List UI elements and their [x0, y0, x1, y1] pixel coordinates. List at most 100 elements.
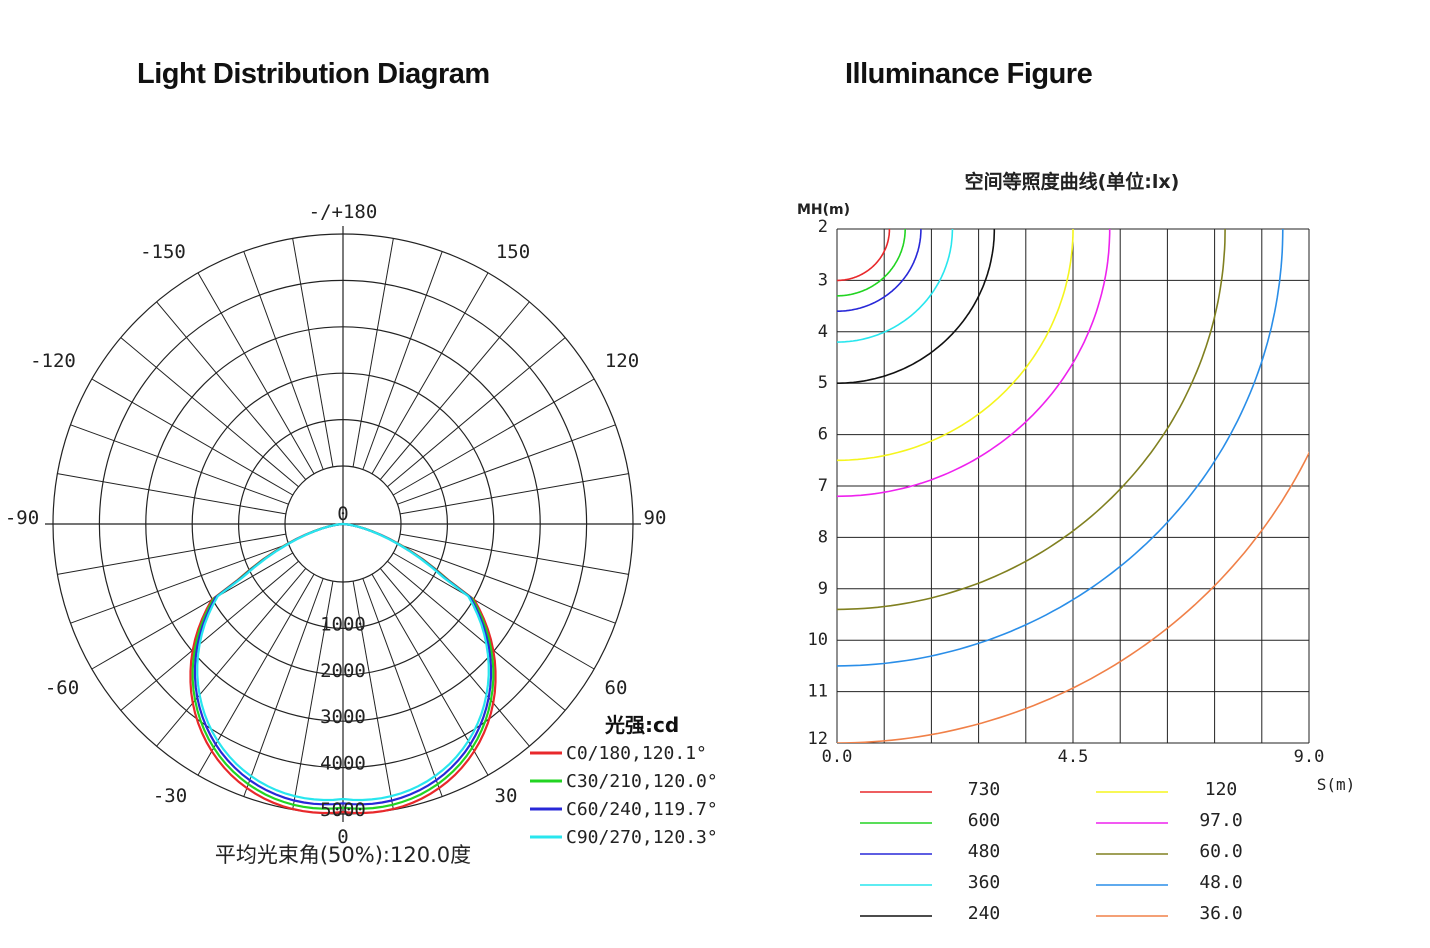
iso-y-tick: 5 [818, 373, 828, 393]
polar-spoke-130 [387, 337, 566, 488]
polar-radial-tick: 5000 [320, 799, 366, 821]
polar-legend-label: C30/210,120.0° [566, 771, 718, 792]
iso-curve-8 [837, 229, 1284, 667]
polar-unit-label: 光强:cd [604, 713, 679, 737]
iso-xlabel: S(m) [1317, 775, 1356, 794]
iso-legend-label: 60.0 [1199, 841, 1242, 862]
illuminance-heading: Illuminance Figure [845, 58, 1093, 90]
polar-spoke-250 [70, 424, 289, 505]
polar-spoke-70 [397, 543, 616, 624]
polar-spoke-110 [397, 424, 616, 505]
iso-curve-3 [837, 229, 954, 343]
polar-spoke-230 [120, 337, 299, 488]
polar-spoke-240 [91, 378, 294, 496]
polar-spoke-40 [379, 568, 530, 747]
iso-x-tick: 0.0 [822, 747, 853, 767]
iso-legend-label: 48.0 [1199, 872, 1242, 893]
iso-y-tick: 12 [808, 729, 828, 749]
polar-spoke-320 [156, 568, 307, 747]
polar-spoke-350 [292, 581, 334, 810]
iso-legend-label: 360 [968, 872, 1001, 893]
iso-legend-label: 36.0 [1199, 903, 1242, 924]
polar-angle-label: 60 [605, 677, 628, 699]
polar-angle-label: -90 [5, 507, 39, 529]
polar-angle-label: -60 [45, 677, 79, 699]
polar-angle-label: 30 [495, 785, 518, 807]
iso-legend-label: 730 [968, 779, 1001, 800]
polar-spoke-340 [243, 578, 324, 797]
polar-curve-2 [193, 522, 493, 806]
polar-angle-label: 0 [337, 826, 348, 848]
polar-summary: 平均光束角(50%):120.0度 [215, 843, 471, 867]
polar-curve-0 [189, 522, 497, 815]
polar-angle-label: -/+180 [309, 201, 378, 223]
iso-y-tick: 2 [818, 217, 828, 237]
polar-radial-tick: 4000 [320, 753, 366, 775]
polar-spoke-290 [70, 543, 289, 624]
polar-angle-label: 150 [496, 241, 530, 263]
polar-spoke-140 [379, 301, 530, 480]
iso-curve-2 [837, 229, 922, 312]
polar-spoke-60 [392, 552, 595, 670]
polar-spoke-310 [120, 560, 299, 711]
light-distribution-heading: Light Distribution Diagram [137, 58, 490, 90]
iso-y-tick: 7 [818, 476, 828, 496]
polar-curve-1 [191, 522, 495, 810]
polar-spoke-10 [352, 581, 394, 810]
isolux-grid [836, 228, 1310, 744]
iso-curve-7 [837, 229, 1226, 611]
polar-angle-label: 120 [605, 350, 639, 372]
polar-spoke-50 [387, 560, 566, 711]
polar-spoke-80 [400, 533, 629, 575]
polar-spoke-20 [362, 578, 443, 797]
iso-title: 空间等照度曲线(单位:lx) [965, 170, 1180, 193]
iso-curve-6 [837, 229, 1111, 498]
iso-curve-1 [837, 229, 906, 297]
polar-spoke-300 [91, 552, 294, 670]
iso-legend-label: 97.0 [1199, 810, 1242, 831]
iso-y-tick: 9 [818, 579, 828, 599]
polar-radial-tick: 3000 [320, 706, 366, 728]
iso-legend-label: 120 [1205, 779, 1238, 800]
iso-legend-label: 600 [968, 810, 1001, 831]
iso-curve-4 [837, 229, 996, 384]
polar-spoke-150 [371, 272, 489, 475]
polar-angle-label: 90 [644, 507, 667, 529]
polar-spoke-160 [362, 251, 443, 470]
polar-spoke-220 [156, 301, 307, 480]
polar-center-label: 0 [337, 503, 348, 525]
polar-curve-3 [196, 522, 490, 802]
iso-x-tick: 9.0 [1294, 747, 1325, 767]
iso-y-tick: 8 [818, 527, 828, 547]
polar-curves [189, 522, 497, 815]
polar-radial-tick: 2000 [320, 660, 366, 682]
polar-spoke-200 [243, 251, 324, 470]
polar-radial-tick: 1000 [320, 613, 366, 635]
polar-legend-label: C0/180,120.1° [566, 743, 707, 764]
polar-spoke-170 [352, 238, 394, 467]
isolux-labels: 空间等照度曲线(单位:lx) MH(m)2 3 4 5 6 7 8 9 10 11 120.0 4.5 9… [797, 170, 1355, 794]
polar-legend-label: C60/240,119.7° [566, 799, 718, 820]
iso-legend-label: 480 [968, 841, 1001, 862]
iso-curve-5 [837, 229, 1074, 462]
iso-x-tick: 4.5 [1058, 747, 1089, 767]
polar-legend-label: C90/270,120.3° [566, 827, 718, 848]
iso-y-tick: 4 [818, 322, 828, 342]
polar-spoke-190 [292, 238, 334, 467]
polar-angle-label: -30 [153, 785, 187, 807]
iso-y-tick: 11 [808, 682, 828, 702]
polar-angle-label: -120 [30, 350, 76, 372]
isolux-legend: 730 600 480 360 240 120 97.0 60.0 48.0 36.0 [860, 779, 1243, 924]
iso-y-tick: 10 [808, 630, 828, 650]
polar-spoke-280 [57, 533, 286, 575]
polar-spoke-100 [400, 473, 629, 515]
iso-curve-0 [837, 229, 891, 282]
iso-y-tick: 3 [818, 270, 828, 290]
iso-y-tick: 6 [818, 425, 828, 445]
polar-spoke-120 [392, 378, 595, 496]
iso-ylabel: MH(m) [797, 202, 850, 218]
iso-legend-label: 240 [968, 903, 1001, 924]
